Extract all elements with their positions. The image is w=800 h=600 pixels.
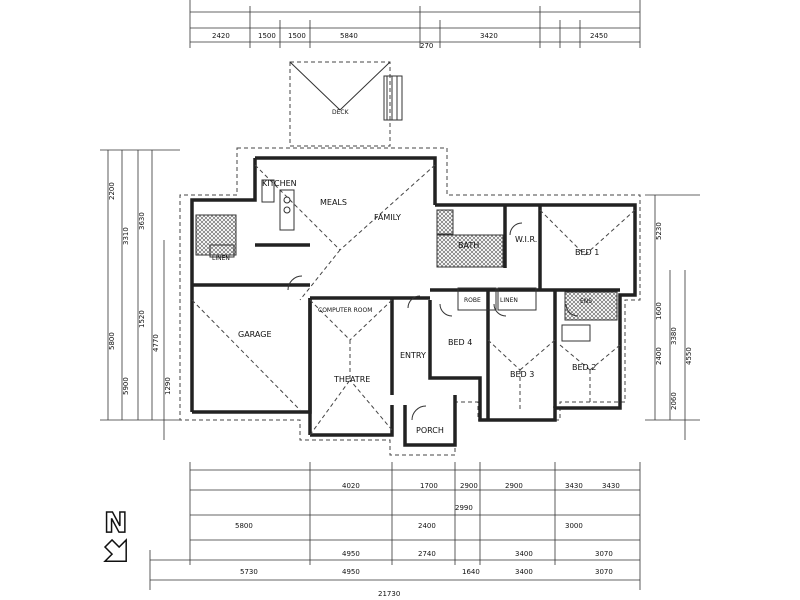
wir-label: W.I.R. [515,235,537,244]
bottom-dim-r1-3: 2900 [505,482,523,490]
computer-room-label: COMPUTER ROOM [318,307,372,314]
doors [287,222,579,421]
right-dim-2: 2400 [655,347,663,365]
wet-areas [195,209,618,321]
garage-label: GARAGE [238,330,272,339]
bottom-dim-r1-1: 1700 [420,482,438,490]
north-arrow-icon [103,538,127,562]
bottom-dim-r4-4: 3070 [595,568,613,576]
roof-hips [191,164,636,436]
left-dim-6: 3630 [138,212,146,230]
bottom-dim-r1-4: 3430 [565,482,583,490]
bath-label: BATH [458,241,479,250]
bottom-dim-r2-2: 2990 [455,504,473,512]
bottom-dim-r2-1: 2400 [418,522,436,530]
right-dim-5: 4550 [685,347,693,365]
linen-label: LINEN [212,255,230,262]
left-dim-7: 5900 [122,377,130,395]
bottom-dim-r4-2: 1640 [462,568,480,576]
bottom-dim-r2-0: 5800 [235,522,253,530]
right-dim-3: 3380 [670,327,678,345]
kitchen-fixtures [209,179,591,342]
left-dim-3: 4770 [152,334,160,352]
left-dim-2: 1520 [138,310,146,328]
right-dimensions: 5230 1600 2400 3380 2060 4550 [645,194,700,440]
top-dim-1: 1500 [258,32,276,40]
bottom-dim-r1-2: 2900 [460,482,478,490]
entry-label: ENTRY [400,351,426,360]
bed2-label: BED 2 [572,363,596,372]
left-dimensions: 2200 3310 1520 4770 5800 1290 3630 5900 [100,149,180,440]
top-dim-4: 270 [420,42,433,50]
theatre-label: THEATRE [333,375,370,384]
ens-label: ENS [580,298,592,305]
bottom-dim-r2-3: 3000 [565,522,583,530]
bottom-dim-r4-1: 4950 [342,568,360,576]
meals-label: MEALS [320,198,347,207]
bottom-dim-r3-2: 3400 [515,550,533,558]
top-dim-6: 2450 [590,32,608,40]
bottom-dim-r1-5: 3430 [602,482,620,490]
bed3-label: BED 3 [510,370,534,379]
bottom-dimensions: 4020 1700 2900 2900 3430 3430 5800 2400 … [149,462,641,598]
left-dim-0: 2200 [108,182,116,200]
bottom-dim-r4-0: 5730 [240,568,258,576]
room-labels: KITCHEN MEALS FAMILY GARAGE COMPUTER ROO… [212,179,599,435]
left-dim-1: 3310 [122,227,130,245]
north-arrow: N [103,505,128,562]
bottom-dim-total: 21730 [378,590,400,598]
linen2-label: LINEN [500,297,518,304]
walls [190,156,637,447]
porch-label: PORCH [416,426,444,435]
right-dim-4: 2060 [670,392,678,410]
top-dim-0: 2420 [212,32,230,40]
bed1-label: BED 1 [575,248,599,257]
top-dim-2: 1500 [288,32,306,40]
roof-outline [179,147,641,456]
left-dim-4: 5800 [108,332,116,350]
right-dim-1: 1600 [655,302,663,320]
bottom-dim-r3-1: 2740 [418,550,436,558]
left-dim-5: 1290 [164,377,172,395]
deck-label: DECK [332,109,350,116]
bottom-dim-r1-0: 4020 [342,482,360,490]
family-label: FAMILY [374,213,401,222]
right-dim-0: 5230 [655,222,663,240]
bottom-dim-r3-0: 4950 [342,550,360,558]
bottom-dim-r3-3: 3070 [595,550,613,558]
bottom-dim-r4-3: 3400 [515,568,533,576]
top-dim-5: 3420 [480,32,498,40]
north-label: N [104,506,127,539]
top-dimensions: 2420 1500 1500 5840 270 3420 2450 [189,0,641,50]
kitchen-label: KITCHEN [262,179,297,188]
deck: DECK [289,61,403,147]
robe-label: ROBE [464,297,481,304]
top-dim-3: 5840 [340,32,358,40]
bed4-label: BED 4 [448,338,472,347]
